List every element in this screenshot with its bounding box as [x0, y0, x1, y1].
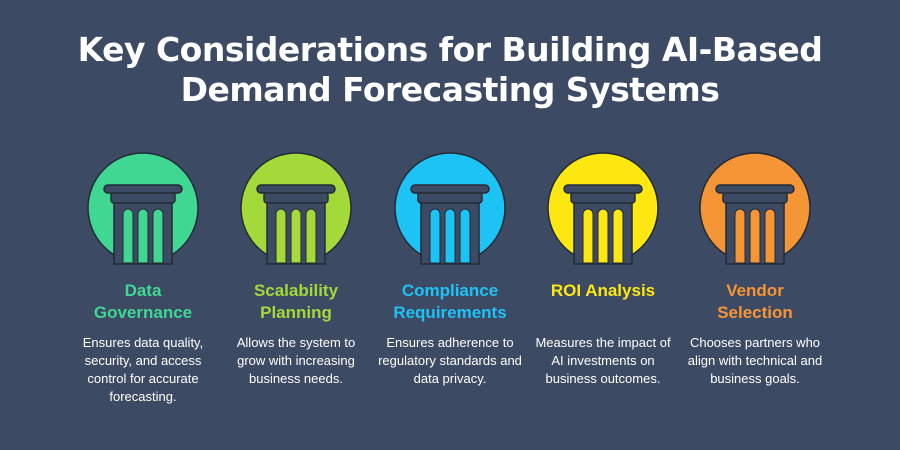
consideration-item: ROI Analysis Measures the impact of AI i… [528, 150, 678, 388]
pillar-icon [240, 152, 352, 265]
pillar-icon [547, 152, 659, 265]
consideration-item: Compliance Requirements Ensures adherenc… [375, 150, 525, 388]
item-description: Ensures data quality, security, and acce… [82, 335, 204, 404]
pillar-icon [87, 152, 199, 265]
item-heading: Scalability Planning [253, 281, 339, 322]
item-heading: ROI Analysis [550, 281, 656, 300]
consideration-item: Vendor Selection Chooses partners who al… [680, 150, 830, 388]
item-heading: Compliance Requirements [393, 281, 507, 322]
item-heading: Vendor Selection [717, 281, 793, 322]
item-description: Measures the impact of AI investments on… [535, 335, 671, 386]
item-description: Allows the system to grow with increasin… [236, 335, 356, 386]
pillar-icon [699, 152, 811, 265]
pillar-icon [394, 152, 506, 265]
page-title: Key Considerations for Building AI-Based… [77, 30, 823, 109]
consideration-item: Scalability Planning Allows the system t… [221, 150, 371, 388]
item-heading: Data Governance [93, 281, 193, 322]
item-description: Chooses partners who align with technica… [687, 335, 823, 386]
item-description: Ensures adherence to regulatory standard… [378, 335, 522, 386]
consideration-item: Data Governance Ensures data quality, se… [68, 150, 218, 406]
